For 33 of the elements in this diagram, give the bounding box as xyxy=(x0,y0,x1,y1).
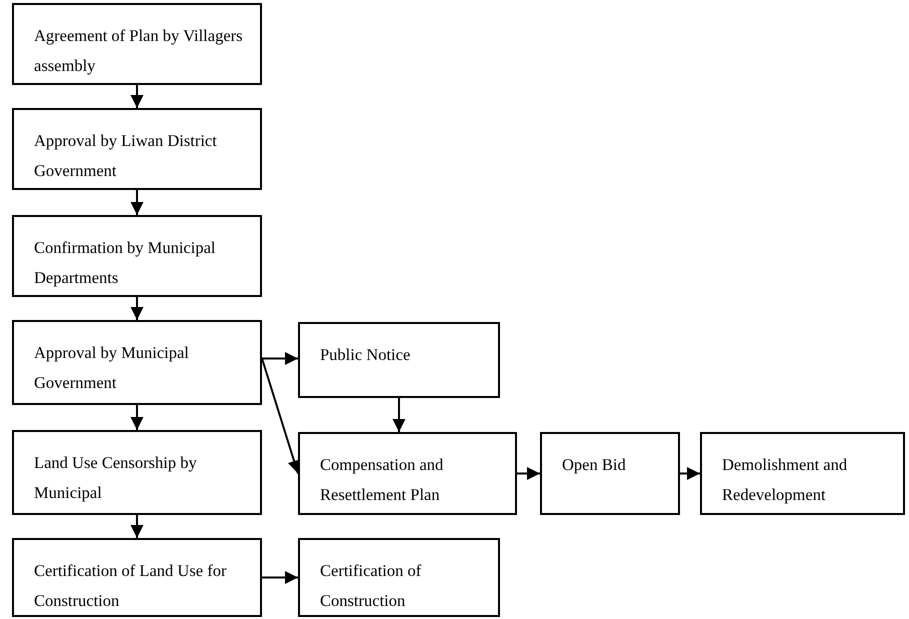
arrow xyxy=(130,515,144,538)
box-label: Public Notice xyxy=(320,345,410,364)
box-label: Land Use Censorship by Municipal xyxy=(34,453,197,502)
process-box xyxy=(298,538,500,617)
process-box xyxy=(700,432,905,515)
arrow xyxy=(517,467,540,480)
arrow xyxy=(130,85,144,108)
box-label: Approval by Liwan District Government xyxy=(34,131,217,180)
box-label: Demolishment and Redevelopment xyxy=(722,455,848,504)
process-box xyxy=(540,432,680,515)
arrow xyxy=(262,352,298,365)
arrow xyxy=(261,358,300,474)
box-label: Compensation and Resettlement Plan xyxy=(320,455,444,504)
arrow xyxy=(680,467,700,480)
process-box xyxy=(12,215,262,297)
box-label: Certification of Construction xyxy=(320,561,422,610)
box-label: Certification of Land Use for Construction xyxy=(34,561,226,610)
arrow xyxy=(130,405,144,430)
arrow xyxy=(130,297,144,320)
box-label: Agreement of Plan by Villagers assembly xyxy=(34,26,243,75)
process-box xyxy=(12,108,262,190)
arrow xyxy=(392,398,406,432)
arrow xyxy=(262,571,298,584)
process-box xyxy=(12,3,262,85)
box-label: Approval by Municipal Government xyxy=(34,343,189,392)
arrow xyxy=(130,190,144,215)
process-box xyxy=(298,432,517,515)
box-label: Confirmation by Municipal Departments xyxy=(34,238,216,287)
box-label: Open Bid xyxy=(562,455,626,474)
process-box xyxy=(12,538,262,617)
process-box xyxy=(298,322,500,398)
process-box xyxy=(12,320,262,405)
process-box xyxy=(12,430,262,515)
